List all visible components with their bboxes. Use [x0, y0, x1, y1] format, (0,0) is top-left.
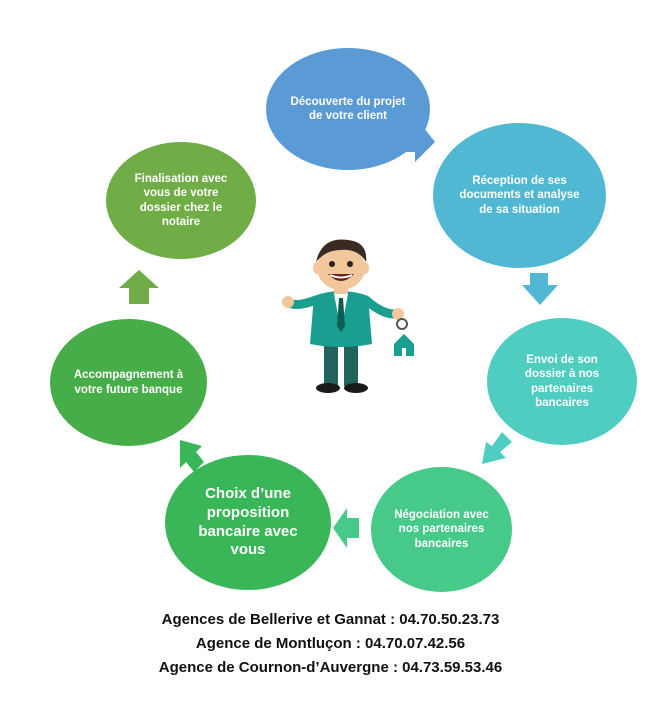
- step-3-sending: Envoi de son dossier à nos partenaires b…: [487, 318, 637, 445]
- step-4-negotiation: Négociation avec nos partenaires bancair…: [371, 467, 512, 592]
- step-6-support: Accompagnement à votre future banque: [50, 319, 207, 446]
- step-7-label: Finalisation avec vous de votre dossier …: [134, 172, 228, 228]
- step-5-label: Choix d’une proposition bancaire avec vo…: [198, 485, 298, 559]
- step-6-label: Accompagnement à votre future banque: [73, 369, 184, 396]
- step-2-label: Réception de ses documents et analyse de…: [459, 174, 580, 216]
- step-4-label: Négociation avec nos partenaires bancair…: [394, 508, 489, 550]
- arrow-5-to-6-icon: [180, 440, 204, 472]
- arrow-1-to-2-icon: [405, 124, 435, 162]
- step-7-finalisation: Finalisation avec vous de votre dossier …: [106, 142, 256, 259]
- arrow-2-to-3-icon: [522, 273, 558, 305]
- step-3-label: Envoi de son dossier à nos partenaires b…: [524, 353, 600, 409]
- agency-bellerive-gannat: Agences de Bellerive et Gannat : 04.70.5…: [161, 611, 500, 628]
- agency-cournon: Agence de Cournon-d’Auvergne : 04.73.59.…: [158, 659, 503, 676]
- businessman-holding-house-key-icon: [282, 239, 414, 393]
- arrow-6-to-7-icon: [119, 270, 159, 304]
- step-1-label: Découverte du projet de votre client: [290, 95, 406, 122]
- step-2-reception: Réception de ses documents et analyse de…: [433, 123, 606, 268]
- step-5-choice: Choix d’une proposition bancaire avec vo…: [165, 455, 331, 590]
- agency-montlucon: Agence de Montluçon : 04.70.07.42.56: [195, 635, 466, 652]
- step-1-discovery: Découverte du projet de votre client: [266, 48, 430, 170]
- arrow-4-to-5-icon: [333, 508, 359, 548]
- arrow-3-to-4-icon: [482, 432, 512, 464]
